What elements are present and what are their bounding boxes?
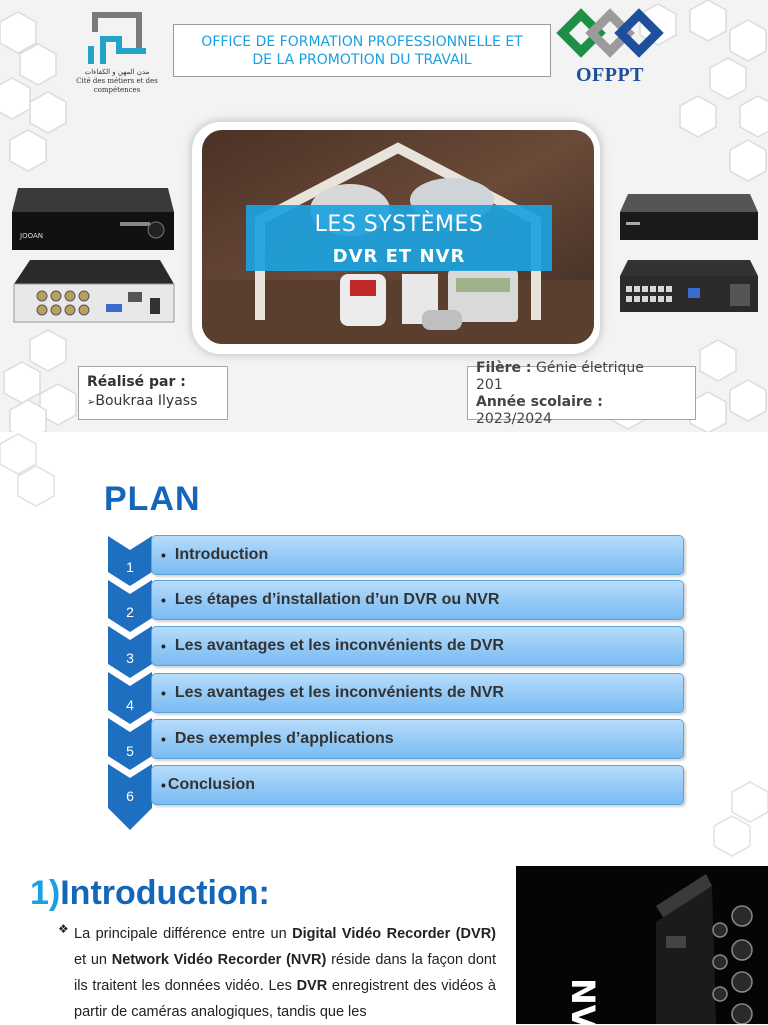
plan-item-installation: • Les étapes d’installation d’un DVR ou N… — [151, 580, 684, 620]
intro-text-part: réside dans la façon dont ils traitent l… — [74, 952, 497, 994]
program-line: Filère : Génie életrique — [476, 360, 687, 377]
hexagon-decoration-left — [0, 433, 55, 507]
author-line: ➢Boukraa Ilyass — [87, 392, 219, 412]
plan-item-nvr-pros-cons: • Les avantages et les inconvénients de N… — [151, 673, 684, 713]
intro-text-part: La principale différence entre un — [74, 926, 293, 942]
bullet-icon: • — [161, 547, 166, 563]
nvr-side-label: NV — [564, 978, 602, 1024]
cmc-logo-arabic: مدن المهن و الكفاءات — [84, 68, 150, 76]
plan-item-label: Conclusion — [167, 776, 256, 793]
plan-chevron-column — [108, 536, 152, 830]
cmc-logo: مدن المهن و الكفاءات Cité des métiers et… — [62, 8, 172, 100]
plan-number-5: 5 — [126, 743, 134, 759]
term-dvr-short: DVR — [296, 978, 328, 994]
arrow-bullet-icon: ➢ — [87, 397, 96, 408]
author-label: Réalisé par : — [87, 374, 186, 390]
ofppt-logo-mark — [556, 8, 664, 58]
dvr-front-image: JOOAN — [12, 188, 174, 250]
plan-number-2: 2 — [126, 604, 134, 620]
bullet-icon: • — [161, 731, 166, 747]
plan-item-label: Introduction — [174, 546, 269, 563]
plan-number-3: 3 — [126, 650, 134, 666]
nvr-product-photo: NV — [516, 866, 768, 1024]
hexagon-decoration-right — [713, 781, 768, 857]
cmc-logo-mark — [88, 12, 146, 64]
office-header-box: OFFICE DE FORMATION PROFESSIONNELLE ET D… — [173, 24, 551, 77]
dvr-back-image — [13, 260, 175, 323]
plan-item-conclusion: •Conclusion — [151, 765, 684, 805]
diamond-bullet-icon: ❖ — [58, 922, 69, 936]
nvr-back-image — [620, 260, 758, 312]
intro-title: 1)Introduction: — [30, 874, 270, 913]
plan-item-introduction: • Introduction — [151, 535, 684, 575]
author-name: Boukraa Ilyass — [95, 393, 198, 409]
school-year-value: 2023/2024 — [476, 411, 552, 427]
plan-number-6: 6 — [126, 788, 134, 804]
office-line-2: DE LA PROMOTION DU TRAVAIL — [252, 51, 472, 68]
intro-paragraph: La principale différence entre un Digita… — [74, 921, 496, 1025]
nvr-front-image — [620, 194, 758, 240]
cover-slide: مدن المهن و الكفاءات Cité des métiers et… — [0, 0, 768, 432]
plan-item-label: Les avantages et les inconvénients de DV… — [174, 637, 504, 654]
ofppt-logo-text: OFPPT — [575, 64, 645, 86]
intro-text-part: et un — [74, 952, 112, 968]
program-box: Filère : Génie életrique 201 Année scola… — [467, 360, 696, 427]
cover-title-line-2: DVR ET NVR — [332, 246, 466, 267]
plan-item-dvr-pros-cons: • Les avantages et les inconvénients de D… — [151, 626, 684, 666]
bullet-icon: • — [161, 638, 166, 654]
bullet-icon: • — [161, 777, 166, 793]
title-band — [246, 205, 552, 271]
program-label: Filère : — [476, 360, 532, 376]
bullet-icon: • — [161, 592, 166, 608]
author-box: Réalisé par : ➢Boukraa Ilyass — [78, 366, 228, 420]
plan-item-label: Des exemples d’applications — [174, 730, 394, 747]
cmc-logo-french: Cité des métiers et des compétences — [76, 77, 158, 94]
school-year-label: Année scolaire : — [476, 394, 603, 410]
nvr-product-illustration: NV — [516, 866, 768, 1024]
intro-text-part: enregistrent des vidéos à partir de camé… — [74, 978, 497, 1020]
term-nvr: Network Vidéo Recorder (NVR) — [111, 952, 327, 968]
plan-item-label: Les avantages et les inconvénients de NV… — [174, 684, 504, 701]
dvr-brand-label: JOOAN — [19, 232, 43, 240]
plan-number-1: 1 — [126, 559, 134, 575]
ofppt-logo: OFPPT — [556, 8, 664, 88]
term-dvr: Digital Vidéo Recorder (DVR) — [292, 926, 497, 942]
intro-heading: Introduction: — [60, 874, 270, 912]
plan-number-4: 4 — [126, 697, 134, 713]
cover-title-line-1: LES SYSTÈMES — [314, 212, 484, 237]
program-group: 201 — [476, 377, 503, 393]
office-line-1: OFFICE DE FORMATION PROFESSIONNELLE ET — [201, 33, 523, 50]
plan-title: PLAN — [104, 480, 201, 518]
intro-number: 1) — [30, 874, 61, 912]
program-value: Génie életrique — [531, 360, 644, 376]
bullet-icon: • — [161, 685, 166, 701]
plan-item-applications: • Des exemples d’applications — [151, 719, 684, 759]
plan-item-label: Les étapes d’installation d’un DVR ou NV… — [174, 591, 500, 608]
